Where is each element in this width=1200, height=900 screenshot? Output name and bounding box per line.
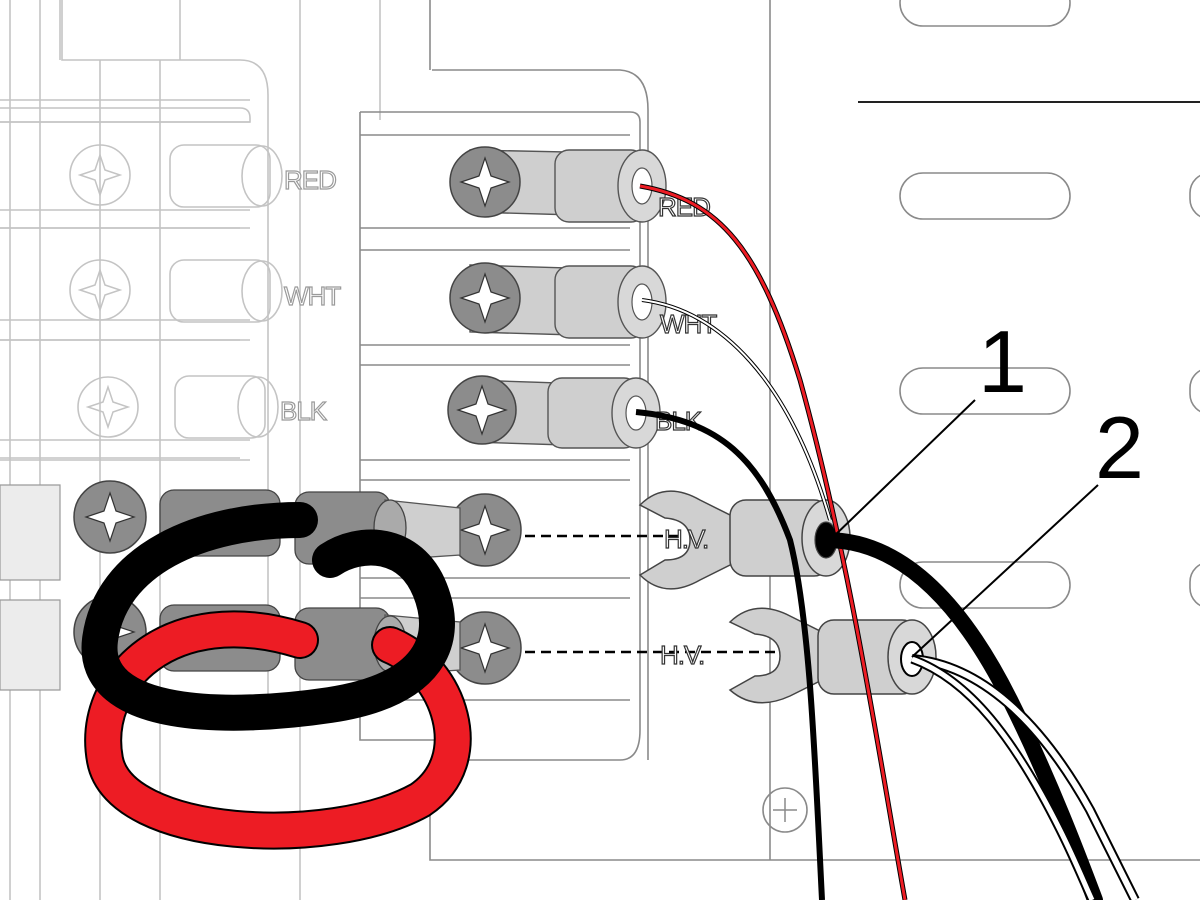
panel-slot [899, 367, 1071, 415]
callout-1-number: 1 [978, 312, 1027, 411]
callout-1-leader [829, 399, 976, 541]
white-cable-outline-a [911, 654, 1140, 900]
hv-lower-label: H.V. [660, 640, 704, 670]
left-terminal-block: RED WHT BLK [0, 107, 343, 459]
white-cable-a [911, 656, 1138, 900]
left-red-label: RED [284, 165, 336, 195]
panel-slot [1189, 369, 1200, 413]
panel-slot [899, 561, 1071, 609]
right-red-label: RED [658, 192, 710, 222]
left-white-label: WHT [284, 281, 341, 311]
callout-2-number: 2 [1095, 398, 1144, 497]
screw [77, 376, 139, 438]
white-wire [641, 299, 831, 521]
white-cable-b [911, 656, 1095, 900]
black-wire [635, 409, 825, 900]
panel-slot [899, 0, 1071, 27]
left-housing [0, 0, 381, 900]
callout-2-leader [911, 484, 1099, 658]
panel-slot [899, 172, 1071, 220]
black-jumper-wire [81, 502, 455, 731]
screw [69, 144, 131, 206]
panel-screw [762, 787, 808, 833]
hv-upper-label: H.V. [664, 524, 708, 554]
black-cable [818, 532, 1103, 900]
fork-terminal-lower [728, 607, 937, 704]
red-jumper-wire [86, 612, 470, 848]
screw [69, 259, 131, 321]
red-wire [639, 184, 907, 900]
panel-slot [1189, 174, 1200, 218]
left-black-label: BLK [280, 396, 328, 426]
panel-slot [1189, 563, 1200, 607]
